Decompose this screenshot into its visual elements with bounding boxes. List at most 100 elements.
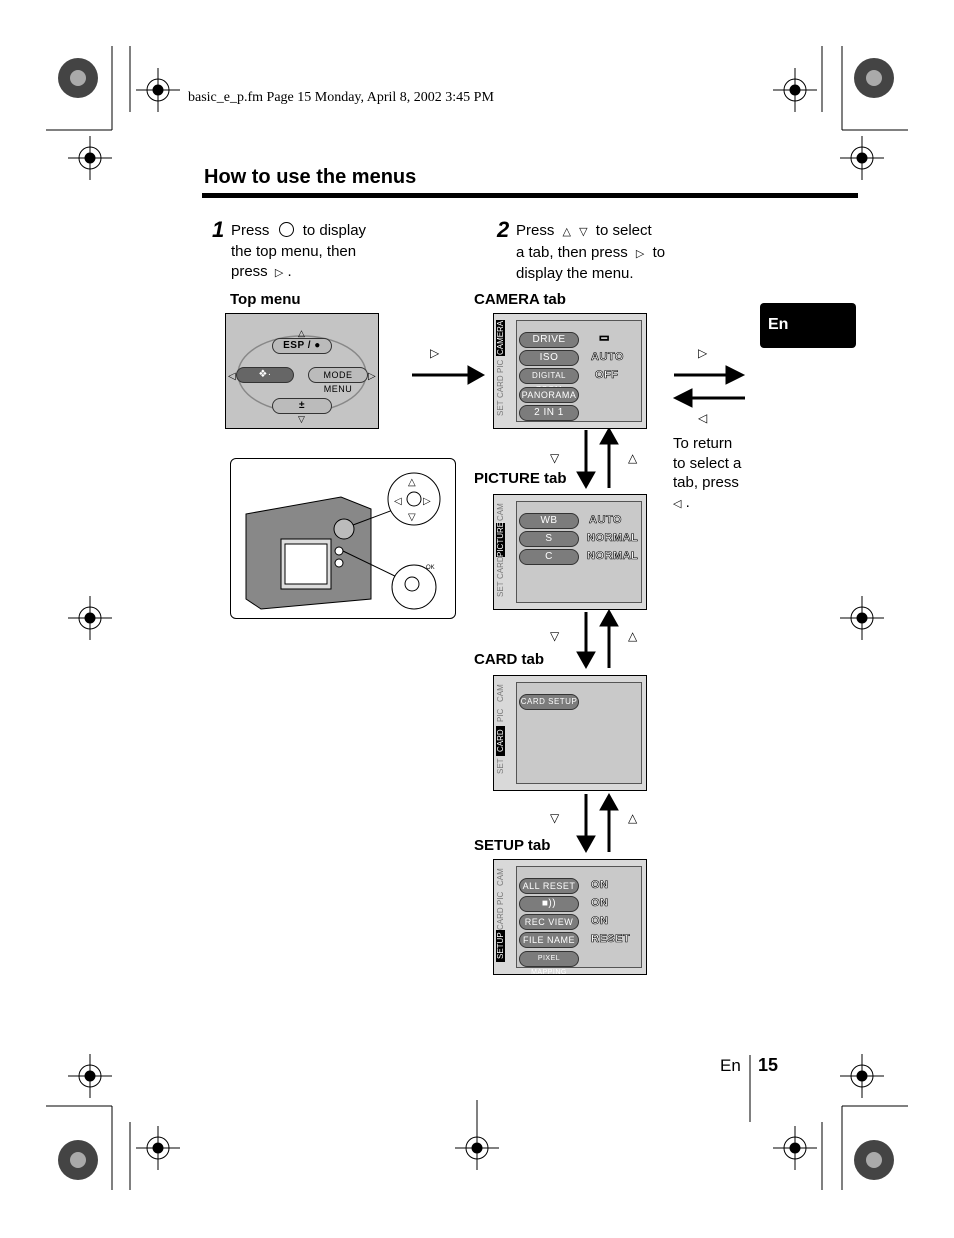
menu-item-sharpness: S: [519, 531, 579, 547]
step-1-line1b: to display: [302, 222, 367, 239]
page-title: How to use the menus: [204, 166, 417, 188]
camera-screen-side-tabs: CAMERA PIC CARD SET: [496, 320, 512, 422]
esp-spot-item: ESP / ●: [272, 338, 332, 354]
return-note-line1: To return: [673, 435, 733, 452]
side-tab-pic: PIC: [496, 359, 505, 373]
step-2-line3: display the menu.: [516, 265, 634, 282]
menu-item-contrast: C: [519, 549, 579, 565]
side-tab-card: CARD: [496, 375, 505, 398]
menu-item-all-reset: ALL RESET: [519, 878, 579, 894]
card-screen-side-tabs: CAM PIC CARD SET: [496, 682, 512, 784]
step-1-line3: press: [231, 263, 268, 280]
side-tab-pic: PIC: [496, 708, 505, 722]
menu-value-iso: AUTO: [591, 351, 624, 364]
menu-value-rec-view: ON: [591, 915, 609, 928]
side-tab-card: CARD: [496, 726, 505, 756]
arrow-right-button-icon: ▷: [635, 247, 645, 260]
camera-illustration: △ ▽ ◁ ▷ OK: [230, 458, 456, 619]
step-2-line1a: Press: [516, 222, 555, 239]
side-tab-cam: CAM: [496, 503, 505, 521]
menu-value-drive: ▭: [599, 332, 610, 345]
side-tab-set: SET: [496, 400, 505, 416]
picture-screen-side-tabs: CAM PICTURE CARD SET: [496, 501, 512, 603]
camera-tab-label: CAMERA tab: [474, 291, 566, 308]
language-tab-label: En: [768, 316, 789, 333]
picture-screen-list: WB AUTO S NORMAL C NORMAL: [516, 501, 642, 603]
menu-item-2in1: 2 IN 1: [519, 405, 579, 421]
side-tab-card: CARD: [496, 556, 505, 579]
menu-value-all-reset: ON: [591, 879, 609, 892]
card-tab-screen: CAM PIC CARD SET CARD SETUP: [493, 675, 647, 791]
side-tab-set: SET: [496, 581, 505, 597]
menu-item-rec-view: REC VIEW: [519, 914, 579, 930]
step-1-line1a: Press: [231, 222, 270, 239]
return-note-line3: tab, press: [673, 474, 739, 491]
menu-item-drive: DRIVE: [519, 332, 579, 348]
menu-item-iso: ISO: [519, 350, 579, 366]
menu-item-wb: WB: [519, 513, 579, 529]
mode-menu-item: MODE MENU: [308, 367, 368, 394]
svg-text:▷: ▷: [423, 496, 431, 507]
side-tab-card: CARD: [496, 907, 505, 930]
footer-language: En: [720, 1056, 741, 1075]
return-note-line2: to select a: [673, 454, 742, 472]
title-rule: [202, 193, 858, 198]
side-tab-cam: CAM: [496, 684, 505, 702]
svg-text:◁: ◁: [228, 371, 236, 382]
top-menu-label: Top menu: [230, 291, 301, 308]
card-screen-list: CARD SETUP: [516, 682, 642, 784]
setup-screen-list: ALL RESET ON ■)) ON REC VIEW ON FILE NAM…: [516, 866, 642, 976]
flash-item: ❖·: [236, 367, 294, 383]
arrow-left-button-icon: ◁: [673, 497, 682, 510]
page-number: 15: [758, 1055, 779, 1075]
menu-ok-button-icon: [278, 222, 294, 237]
svg-text:OK: OK: [426, 565, 435, 571]
arrow-down-button-icon: ▽: [579, 226, 588, 238]
menu-item-pixel-mapping: PIXEL MAPPING: [519, 951, 579, 976]
svg-text:▽: ▽: [408, 512, 416, 523]
return-note: To return to select a tab, press ◁ .: [673, 434, 763, 514]
arrow-up-button-icon: △: [562, 226, 571, 238]
menu-item-file-name: FILE NAME: [519, 932, 579, 948]
menu-item-digital-zoom: DIGITAL ZOOM: [519, 368, 579, 394]
picture-tab-screen: CAM PICTURE CARD SET WB AUTO S NORMAL C …: [493, 494, 647, 610]
svg-text:△: △: [408, 477, 416, 488]
card-tab-label: CARD tab: [474, 651, 544, 668]
side-tab-pic: PIC: [496, 891, 505, 905]
return-note-line4: .: [685, 493, 690, 511]
side-tab-camera: CAMERA: [496, 320, 505, 356]
menu-value-digital-zoom: OFF: [595, 369, 619, 382]
step-2-line2b: to: [652, 243, 666, 261]
step-2-line1b: to select: [595, 222, 652, 239]
step-1-line2: the top menu, then: [231, 242, 357, 260]
menu-value-wb: AUTO: [589, 514, 622, 527]
file-header: basic_e_p.fm Page 15 Monday, April 8, 20…: [188, 90, 494, 105]
picture-tab-label: PICTURE tab: [474, 470, 567, 487]
svg-text:▷: ▷: [368, 371, 376, 382]
step-2-text: Press △ ▽ to select a tab, then press ▷ …: [516, 221, 716, 285]
step-1-number: 1: [212, 217, 225, 242]
setup-screen-side-tabs: CAM PIC CARD SETUP: [496, 866, 512, 968]
camera-body-drawing: △ ▽ ◁ ▷ OK: [245, 472, 441, 610]
camera-tab-screen: CAMERA PIC CARD SET DRIVE ▭ ISO AUTO DIG…: [493, 313, 647, 429]
step-2-number: 2: [497, 217, 510, 242]
menu-item-sound: ■)): [519, 896, 579, 912]
svg-text:△: △: [298, 328, 305, 338]
menu-value-sound: ON: [591, 897, 609, 910]
camera-screen-list: DRIVE ▭ ISO AUTO DIGITAL ZOOM OFF PANORA…: [516, 320, 642, 422]
menu-value-contrast: NORMAL: [587, 550, 639, 563]
svg-text:▽: ▽: [298, 414, 305, 424]
language-tab: En: [760, 303, 856, 348]
setup-tab-screen: CAM PIC CARD SETUP ALL RESET ON ■)) ON R…: [493, 859, 647, 976]
menu-value-file-name: RESET: [591, 933, 631, 946]
arrow-right-button-icon: ▷: [274, 267, 284, 279]
menu-value-sharpness: NORMAL: [587, 532, 639, 545]
side-tab-set: SET: [496, 758, 505, 774]
menu-item-card-setup: CARD SETUP: [519, 694, 579, 710]
step-1-text: Press to display the top menu, then pres…: [231, 221, 411, 284]
step-2-line2a: a tab, then press: [516, 243, 628, 261]
menu-item-panorama: PANORAMA: [519, 387, 579, 403]
svg-text:◁: ◁: [394, 496, 402, 507]
side-tab-cam: CAM: [496, 868, 505, 886]
